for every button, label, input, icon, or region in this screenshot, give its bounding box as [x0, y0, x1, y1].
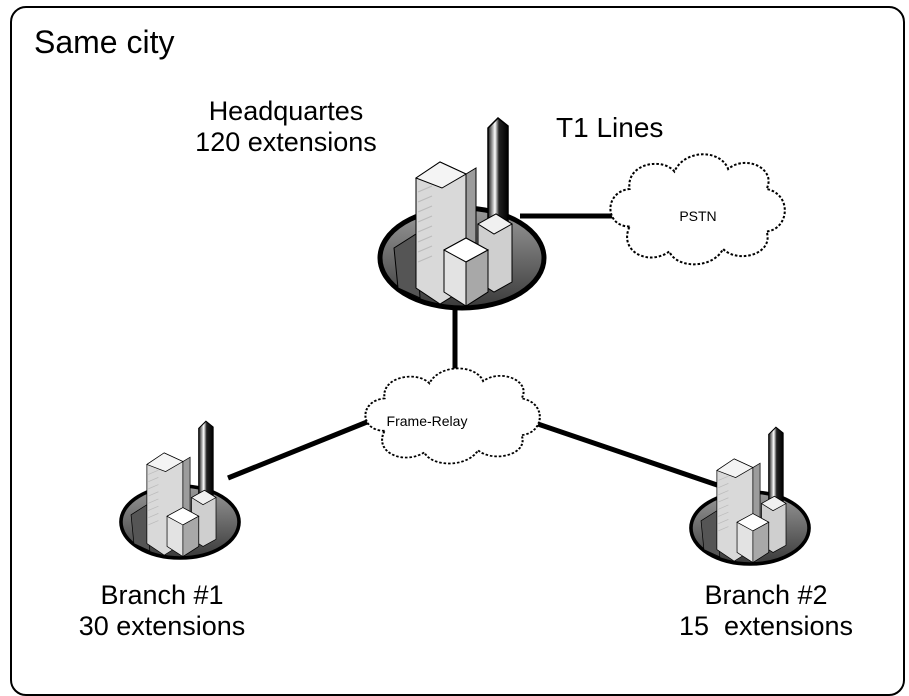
- branch1-label: Branch #1 30 extensions: [52, 580, 272, 642]
- frame-relay-label: Frame-Relay: [386, 413, 468, 429]
- network-diagram: [119, 0, 811, 566]
- headquarters-name: Headquartes: [208, 96, 364, 126]
- branch1-name: Branch #1: [100, 580, 224, 610]
- branch2-name: Branch #2: [704, 580, 828, 610]
- pstn-label: PSTN: [679, 208, 717, 224]
- headquarters-building-icon: [380, 118, 544, 308]
- headquarters-extensions: 120 extensions: [195, 127, 377, 158]
- branch1-extensions: 30 extensions: [78, 611, 246, 642]
- branch2-frame-relay-link: [531, 419, 721, 489]
- branch2-extensions: 15 extensions: [678, 611, 854, 642]
- diagram-title: Same city: [34, 24, 175, 60]
- branch2-label: Branch #2 15 extensions: [655, 580, 877, 642]
- branch1-frame-relay-link: [227, 417, 373, 481]
- headquarters-label: Headquartes 120 extensions: [172, 96, 400, 158]
- branch2-building-icon: [689, 425, 811, 566]
- t1-lines-label: T1 Lines: [556, 112, 664, 143]
- branch1-building-icon: [119, 419, 241, 560]
